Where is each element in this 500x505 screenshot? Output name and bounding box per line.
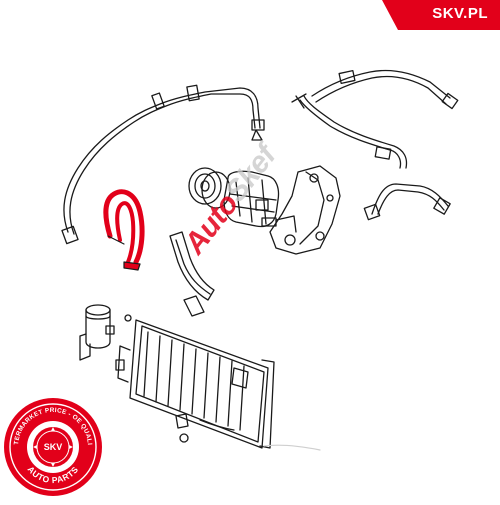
seal-center-text: SKV	[44, 442, 63, 452]
compressor-mounting-bracket	[269, 165, 341, 255]
brand-tag[interactable]: SKV.PL	[382, 0, 500, 30]
brand-name: SKV.PL	[432, 5, 488, 22]
receiver-drier	[79, 304, 132, 361]
brand-tag-shape	[382, 0, 500, 30]
suction-hose-upper	[291, 69, 459, 169]
suction-hose-lower	[363, 183, 451, 221]
discharge-hose-long	[61, 84, 265, 245]
highlighted-hose	[103, 189, 145, 271]
compressor-body	[223, 170, 280, 228]
compressor-clutch-pulley	[188, 167, 231, 209]
condenser	[115, 319, 275, 449]
skv-seal-logo: AFTERMARKET PRICE - OE QUALITY SKV AUTO …	[2, 396, 102, 496]
faint-guide-line	[263, 444, 321, 451]
belt-guard	[169, 231, 215, 317]
